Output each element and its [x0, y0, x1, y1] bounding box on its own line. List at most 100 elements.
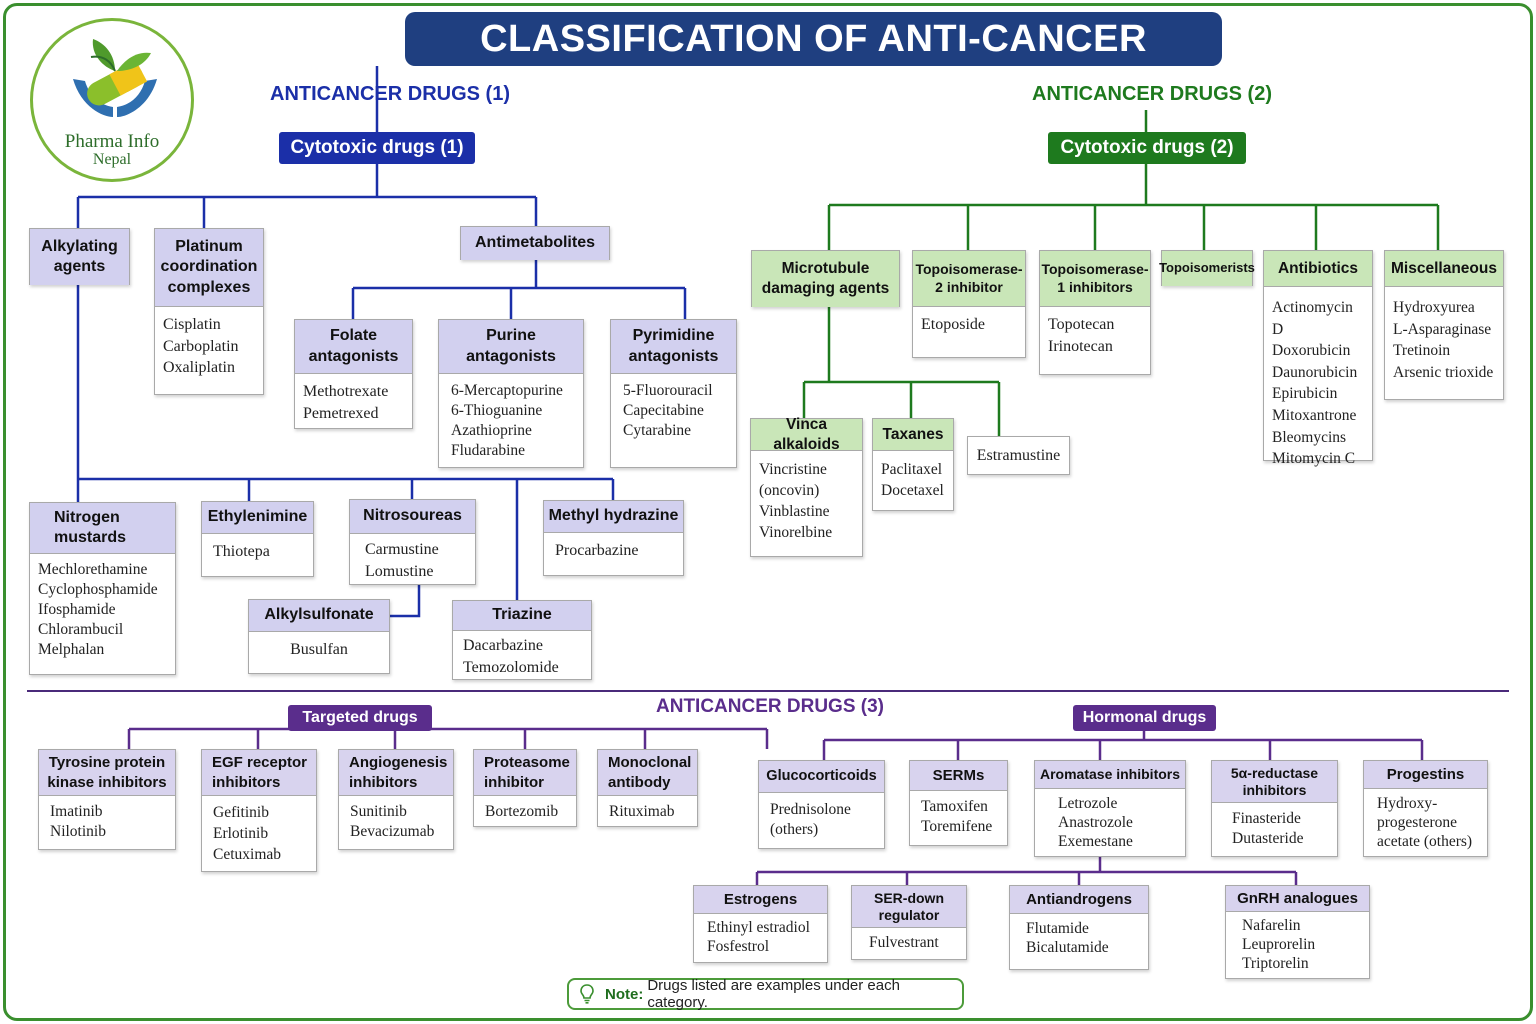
folate-box: Folate antagonists Methotrexate Pemetrex… [294, 319, 413, 429]
cytotoxic-drugs-1-root: Cytotoxic drugs (1) [279, 132, 475, 164]
drug-item: Prednisolone [770, 801, 851, 818]
drug-item: Carmustine [365, 541, 439, 558]
antimetabolites-title: Antimetabolites [461, 227, 609, 260]
drug-item: Mechlorethamine [38, 561, 148, 578]
drug-item: Nilotinib [50, 823, 106, 840]
folate-title: Folate antagonists [295, 320, 412, 374]
topoisomerists-title: Topoisomerists [1159, 251, 1255, 286]
vinca-list: Vincristine (oncovin) Vinblastine Vinore… [751, 451, 862, 549]
nitrosoureas-title: Nitrosoureas [350, 500, 475, 534]
taxanes-title: Taxanes [873, 419, 953, 451]
platinum-box: Platinum coordination complexes Cisplati… [154, 228, 264, 395]
drug-item: Azathioprine [451, 422, 532, 439]
antiandrogens-title: Antiandrogens [1010, 886, 1148, 914]
drug-item: Bicalutamide [1026, 939, 1109, 956]
drug-item: progesterone [1377, 814, 1458, 831]
logo-line1: Pharma Info [64, 131, 160, 152]
drug-item: Vinorelbine [759, 524, 833, 541]
antimetabolites-box: Antimetabolites [460, 226, 610, 260]
topo1-list: Topotecan Irinotecan [1040, 307, 1150, 363]
proteasome-list: Bortezomib [474, 796, 576, 828]
drug-item: Bortezomib [485, 803, 559, 820]
drug-item: Fulvestrant [869, 934, 939, 951]
glucocorticoids-title: Glucocorticoids [759, 761, 884, 793]
section1-label: ANTICANCER DRUGS (1) [270, 83, 510, 105]
taxanes-box: Taxanes Paclitaxel Docetaxel [872, 418, 954, 511]
drug-item: Dutasteride [1232, 829, 1304, 847]
drug-item: Vincristine [759, 461, 827, 478]
drug-item: Gefitinib [213, 804, 269, 821]
drug-item: Procarbazine [555, 542, 639, 559]
drug-item: Cetuximab [213, 846, 282, 863]
topo2-title: Topoisomerase-2 inhibitor [913, 251, 1025, 307]
estramustine-list: Estramustine [968, 437, 1069, 473]
miscellaneous-title: Miscellaneous [1385, 251, 1503, 287]
drug-item: Hydroxy- [1377, 795, 1438, 812]
drug-item: Ethinyl estradiol [707, 919, 810, 936]
monoclonal-title: Monoclonal antibody [598, 750, 697, 796]
drug-item: Nafarelin [1242, 917, 1301, 934]
drug-item: Actinomycin D [1272, 299, 1353, 338]
drug-item: 5-Fluorouracil [623, 382, 713, 399]
serms-box: SERMs Tamoxifen Toremifene [909, 760, 1008, 846]
egf-box: EGF receptor inhibitors Gefitinib Erloti… [201, 749, 317, 872]
triazine-list: Dacarbazine Temozolomide [453, 631, 591, 684]
triazine-title: Triazine [453, 601, 591, 631]
gnrh-title: GnRH analogues [1226, 886, 1369, 912]
nitrosoureas-box: Nitrosoureas Carmustine Lomustine [349, 499, 476, 585]
drug-item: acetate (others) [1377, 833, 1473, 850]
drug-item: Hydroxyurea [1393, 299, 1475, 316]
aromatase-list: Letrozole Anastrozole Exemestane [1035, 789, 1185, 857]
drug-item: Topotecan [1048, 316, 1115, 333]
drug-item: 6-Thioguanine [451, 402, 543, 419]
drug-item: Tamoxifen [921, 798, 988, 815]
serd-list: Fulvestrant [852, 928, 966, 958]
proteasome-box: Proteasome inhibitor Bortezomib [473, 749, 577, 827]
estrogens-list: Ethinyl estradiol Fosfestrol [694, 914, 827, 962]
methyl-hydrazine-box: Methyl hydrazine Procarbazine [543, 500, 684, 576]
antibiotics-box: Antibiotics Actinomycin D Doxorubicin Da… [1263, 250, 1373, 467]
pyrimidine-list: 5-Fluorouracil Capecitabine Cytarabine [611, 374, 736, 447]
drug-item: Exemestane [1058, 833, 1133, 850]
nitrogen-mustards-box: Nitrogen mustards Mechlorethamine Cyclop… [29, 502, 176, 675]
monoclonal-list: Rituximab [598, 796, 697, 828]
section3-label: ANTICANCER DRUGS (3) [656, 696, 884, 717]
egf-list: Gefitinib Erlotinib Cetuximab [202, 796, 316, 871]
drug-item: Docetaxel [881, 482, 944, 499]
drug-item: Ifosphamide [38, 601, 116, 618]
ethylenimine-box: Ethylenimine Thiotepa [201, 501, 314, 577]
targeted-drugs-root: Targeted drugs [288, 705, 432, 731]
drug-item: Sunitinib [350, 803, 407, 820]
antiandrogens-box: Antiandrogens Flutamide Bicalutamide [1009, 885, 1149, 970]
drug-item: Triptorelin [1242, 955, 1309, 972]
drug-item: Leuprorelin [1242, 936, 1316, 953]
pyrimidine-title: Pyrimidine antagonists [611, 320, 736, 374]
drug-item: (others) [770, 820, 819, 838]
drug-item: Busulfan [290, 641, 348, 658]
reductase-box: 5α-reductase inhibitors Finasteride Duta… [1211, 760, 1338, 857]
aromatase-title: Aromatase inhibitors [1035, 761, 1185, 789]
drug-item: Fludarabine [451, 442, 526, 459]
section-divider [27, 690, 1509, 692]
drug-item: Paclitaxel [881, 461, 943, 478]
topo2-box: Topoisomerase-2 inhibitor Etoposide [912, 250, 1026, 358]
page-title: CLASSIFICATION OF ANTI-CANCER DRUGS [405, 12, 1222, 114]
estramustine-box: Estramustine [967, 436, 1070, 475]
alkylsulfonate-box: Alkylsulfonate Busulfan [248, 599, 390, 674]
drug-item: Methotrexate [303, 383, 389, 400]
alkylsulfonate-title: Alkylsulfonate [249, 600, 389, 632]
triazine-box: Triazine Dacarbazine Temozolomide [452, 600, 592, 680]
drug-item: Thiotepa [213, 543, 270, 560]
drug-item: Fosfestrol [707, 938, 769, 955]
taxanes-list: Paclitaxel Docetaxel [873, 451, 953, 507]
drug-item: Rituximab [609, 803, 675, 820]
drug-item: Estramustine [976, 447, 1061, 464]
ethylenimine-title: Ethylenimine [202, 502, 313, 534]
purine-box: Purine antagonists 6-Mercaptopurine 6-Th… [438, 319, 584, 468]
drug-item: Mitoxantrone [1272, 406, 1357, 424]
alkylating-agents-title: Alkylating agents [30, 229, 129, 285]
drug-item: Doxorubicin [1272, 342, 1351, 360]
estrogens-title: Estrogens [694, 886, 827, 914]
drug-item: Pemetrexed [303, 404, 379, 422]
footnote: Note: Drugs listed are examples under ea… [567, 977, 964, 1011]
